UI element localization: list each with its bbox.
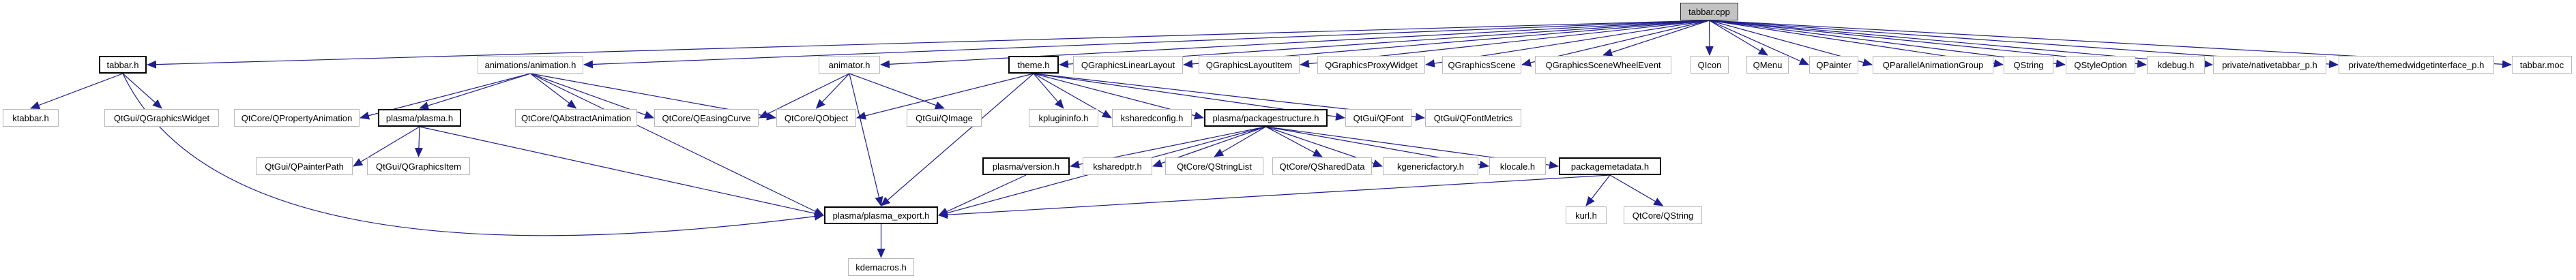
node-qtgui-qimage: QtGui/QImage (907, 109, 982, 127)
node-qtgui-qpainterpath: QtGui/QPainterPath (256, 157, 353, 175)
node-plasma-plasma-h[interactable]: plasma/plasma.h (378, 109, 461, 127)
edge-animator-h-to-plasma-plasma-export-h (849, 73, 883, 206)
node-tabbar-moc: tabbar.moc (2512, 56, 2572, 74)
edge-theme-h-to-qtcore-qobject (856, 73, 1034, 120)
edge-tabbar-h-to-plasma-plasma-export-h (122, 73, 824, 236)
node-qtcore-qshareddata: QtCore/QSharedData (1272, 157, 1372, 175)
edge-packagemetadata-h-to-kurl-h (1585, 174, 1611, 206)
node-qtgui-qfont: QtGui/QFont (1345, 109, 1411, 127)
node-qtcore-qabstractanimation: QtCore/QAbstractAnimation (515, 109, 637, 127)
edge-plasma-version-h-to-plasma-plasma-export-h (938, 174, 1027, 216)
node-ksharedconfig-h: ksharedconfig.h (1112, 109, 1192, 127)
node-qgraphicslinearlayout: QGraphicsLinearLayout (1073, 56, 1183, 74)
edge-animator-h-to-qtgui-qimage (849, 73, 945, 110)
node-kplugininfo-h: kplugininfo.h (1029, 109, 1098, 127)
node-qgraphicsscene: QGraphicsScene (1442, 56, 1521, 74)
node-animator-h: animator.h (819, 56, 880, 74)
node-qtcore-qstring: QtCore/QString (1624, 206, 1702, 224)
edge-animations-animation-h-to-plasma-plasma-export-h (530, 73, 824, 216)
node-ksharedptr-h: ksharedptr.h (1083, 157, 1152, 175)
node-qgraphicsproxywidget: QGraphicsProxyWidget (1317, 56, 1425, 74)
node-kdemacros-h: kdemacros.h (848, 258, 914, 276)
edge-tabbar-cpp-to-tabbar-h (147, 20, 1710, 69)
node-klocale-h: klocale.h (1489, 157, 1546, 175)
node-qtgui-qfontmetrics: QtGui/QFontMetrics (1425, 109, 1521, 127)
node-qgraphicslayoutitem: QGraphicsLayoutItem (1199, 56, 1300, 74)
node-tabbar-cpp: tabbar.cpp (1680, 3, 1738, 20)
edge-theme-h-to-plasma-plasma-export-h (880, 73, 1034, 206)
node-kurl-h: kurl.h (1566, 206, 1607, 224)
node-qtcore-qpropertyanimation: QtCore/QPropertyAnimation (234, 109, 360, 127)
node-plasma-plasma-export-h[interactable]: plasma/plasma_export.h (824, 206, 938, 224)
node-plasma-packagestructure-h[interactable]: plasma/packagestructure.h (1204, 109, 1328, 127)
node-private-themedwidgetinterface-p-h: private/themedwidgetinterface_p.h (2339, 56, 2494, 74)
node-private-nativetabbar-p-h: private/nativetabbar_p.h (2213, 56, 2326, 74)
node-packagemetadata-h[interactable]: packagemetadata.h (1559, 157, 1661, 175)
node-qgraphicsscenewheelevent: QGraphicsSceneWheelEvent (1535, 56, 1671, 74)
node-qstyleoption: QStyleOption (2066, 56, 2135, 74)
edge-plasma-packagestructure-h-to-qtcore-qstringlist (1214, 126, 1266, 157)
edge-packagemetadata-h-to-plasma-plasma-export-h (938, 174, 1611, 219)
edge-plasma-packagestructure-h-to-qtcore-qshareddata (1265, 126, 1323, 157)
node-plasma-version-h[interactable]: plasma/version.h (982, 157, 1070, 175)
edge-plasma-plasma-h-to-qtgui-qgraphicsitem (414, 126, 423, 157)
node-qstring: QString (2004, 56, 2053, 74)
edge-tabbar-cpp-to-qpainter (1709, 20, 1809, 65)
edge-packagemetadata-h-to-qtcore-qstring (1609, 174, 1664, 206)
node-qicon: QIcon (1690, 56, 1729, 74)
edge-theme-h-to-ksharedconfig-h (1033, 73, 1112, 119)
edge-tabbar-cpp-to-qgraphicsscenewheelevent (1602, 20, 1710, 57)
node-tabbar-h[interactable]: tabbar.h (99, 56, 147, 74)
node-qmenu: QMenu (1746, 56, 1789, 74)
node-qtgui-qgraphicsitem: QtGui/QGraphicsItem (367, 157, 470, 175)
edge-animator-h-to-qtcore-qobject (815, 73, 850, 109)
edge-plasma-plasma-h-to-qtgui-qpainterpath (353, 126, 420, 167)
node-qtgui-qgraphicswidget: QtGui/QGraphicsWidget (104, 109, 219, 127)
node-qparallelanimationgroup: QParallelAnimationGroup (1873, 56, 1993, 74)
edge-tabbar-h-to-ktabbar-h (30, 73, 123, 110)
node-kgenericfactory-h: kgenericfactory.h (1383, 157, 1478, 175)
node-qtcore-qeasingcurve: QtCore/QEasingCurve (654, 109, 759, 127)
edge-theme-h-to-kplugininfo-h (1033, 73, 1064, 109)
edge-animator-h-to-qtcore-qeasingcurve (759, 73, 850, 119)
edge-tabbar-cpp-to-qmenu (1709, 20, 1768, 56)
node-kdebug-h: kdebug.h (2147, 56, 2205, 74)
edge-tabbar-cpp-to-animations-animation-h (583, 20, 1710, 69)
node-qpainter: QPainter (1809, 56, 1858, 74)
edge-tabbar-h-to-qtgui-qgraphicswidget (122, 73, 162, 109)
node-qtcore-qstringlist: QtCore/QStringList (1165, 157, 1263, 175)
edge-plasma-plasma-h-to-plasma-plasma-export-h (419, 126, 824, 218)
node-animations-animation-h: animations/animation.h (478, 56, 583, 74)
node-qtcore-qobject: QtCore/QObject (776, 109, 856, 127)
node-theme-h[interactable]: theme.h (1008, 56, 1059, 74)
edge-animations-animation-h-to-qtcore-qabstractanimation (530, 73, 577, 109)
node-ktabbar-h: ktabbar.h (3, 109, 59, 127)
edge-animations-animation-h-to-plasma-plasma-h (419, 73, 531, 110)
